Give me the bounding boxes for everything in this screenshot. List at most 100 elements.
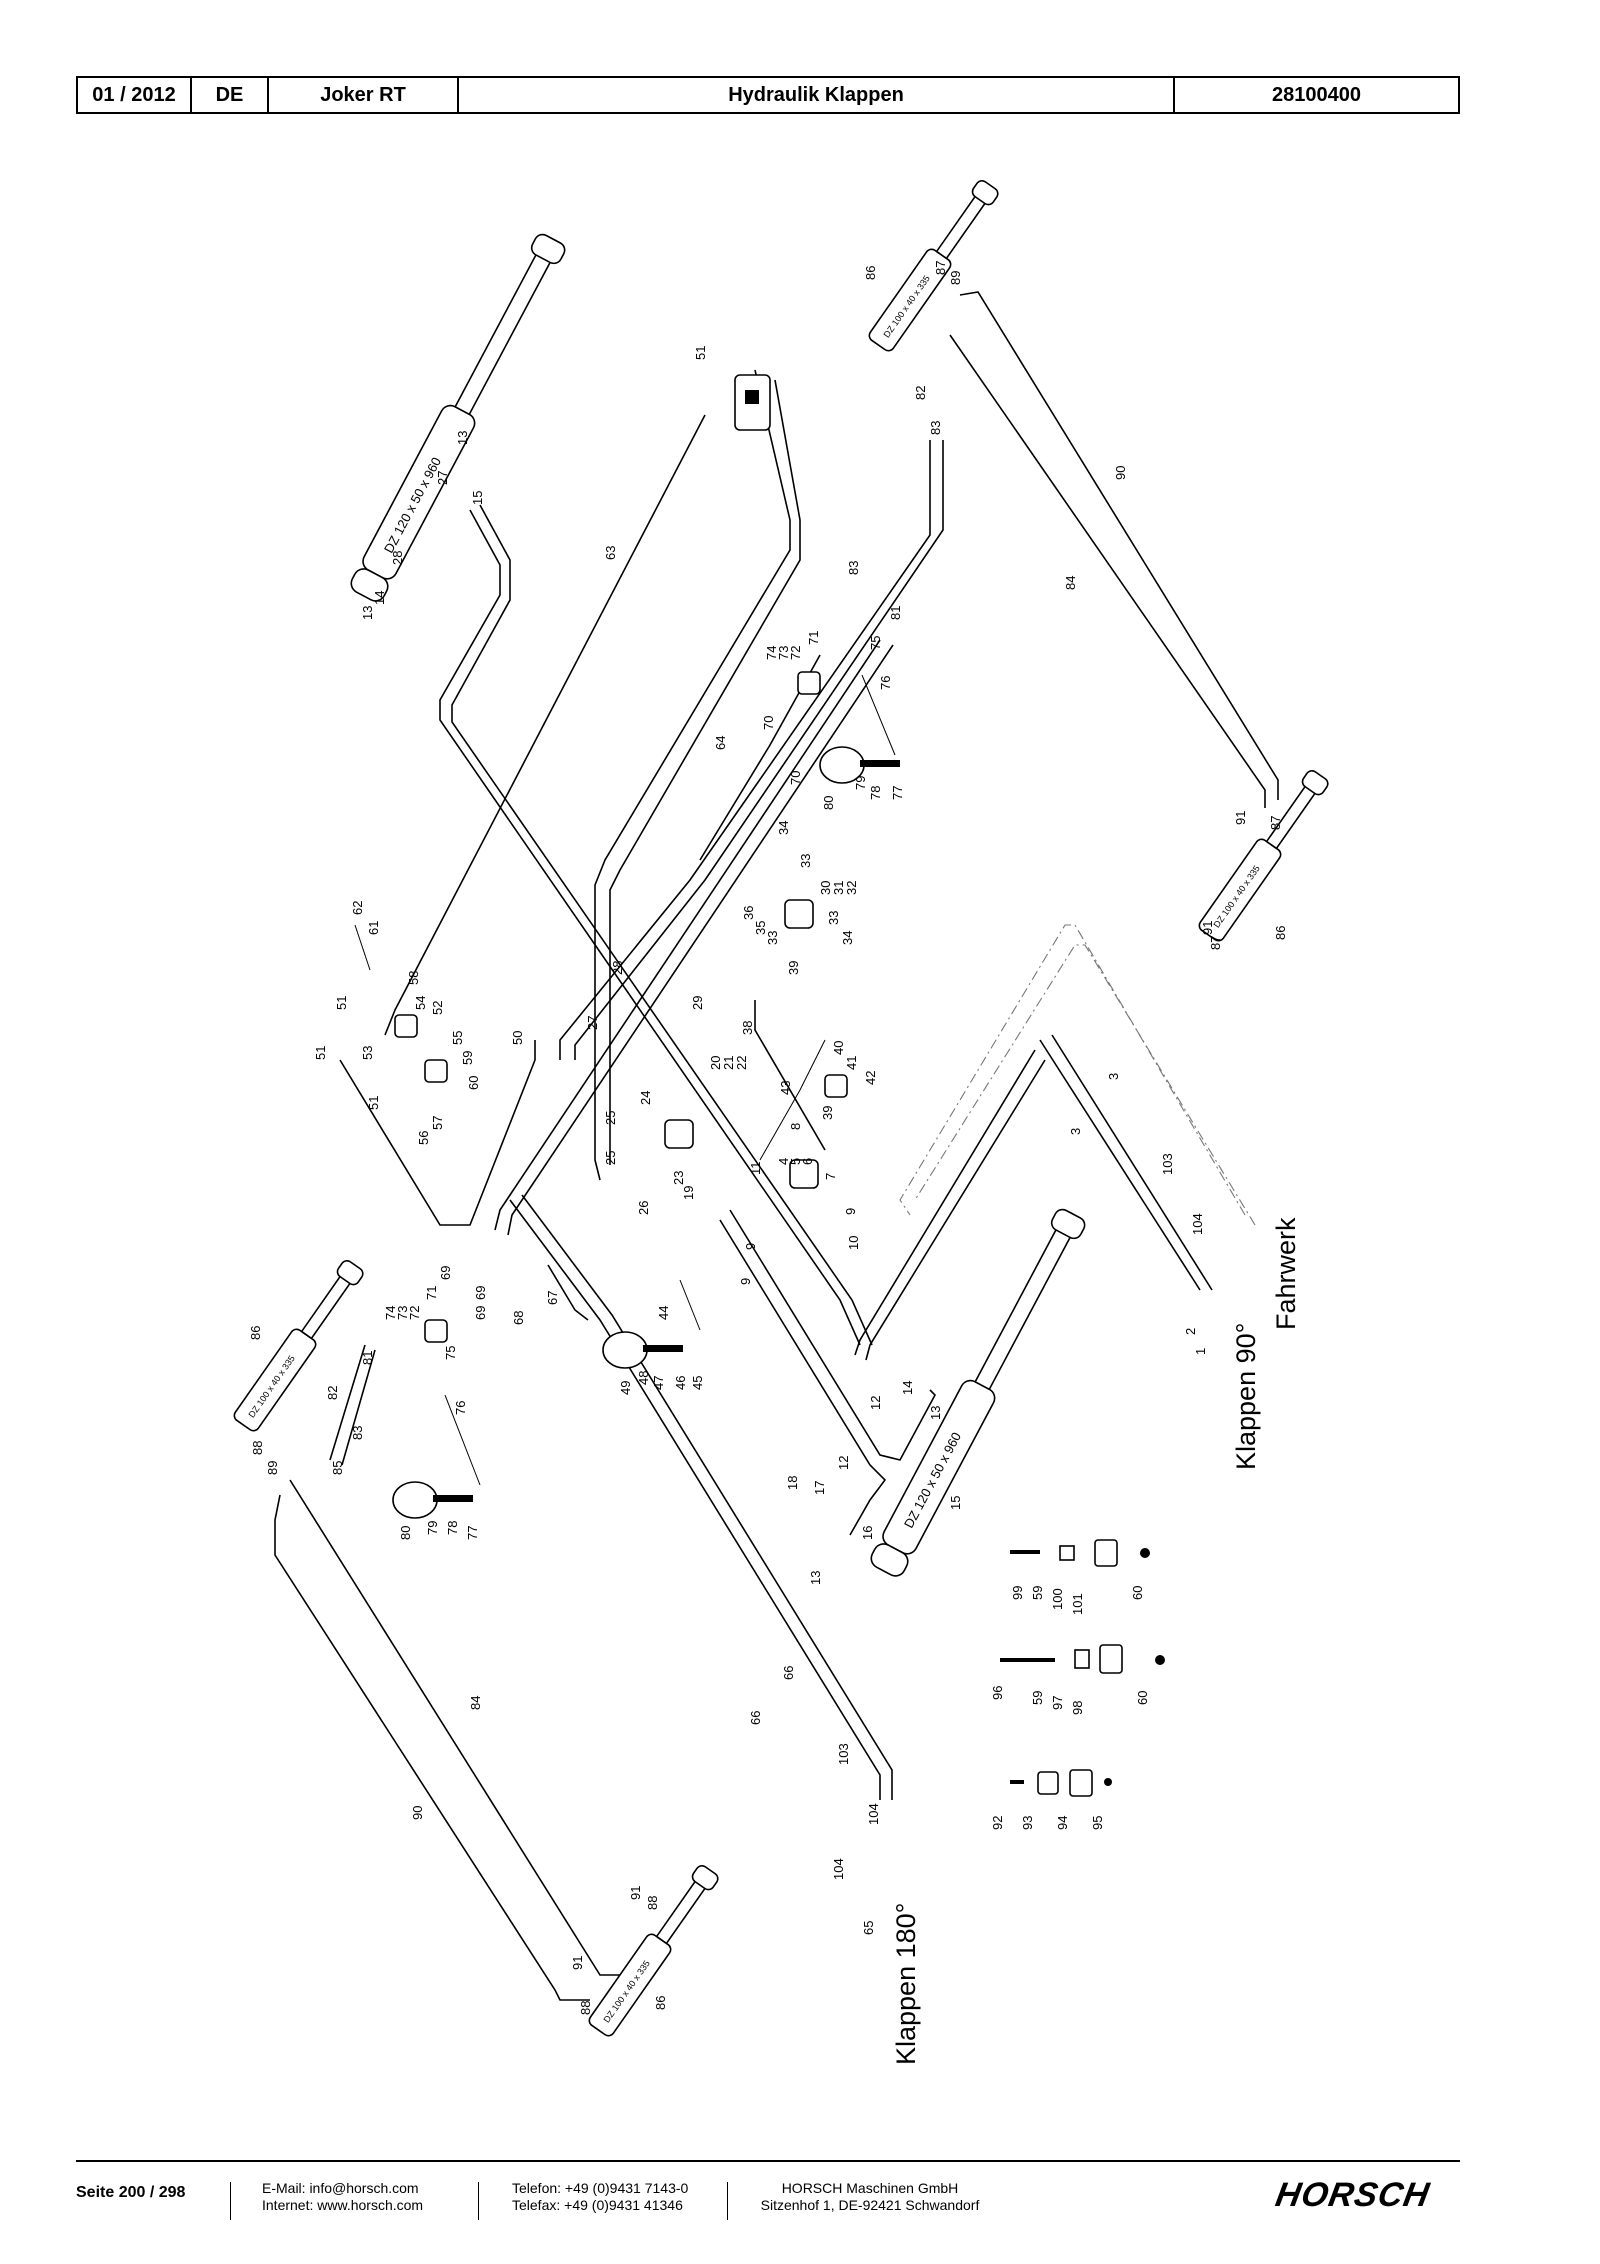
- part-number: 31: [831, 881, 846, 895]
- part-number: 62: [350, 901, 365, 915]
- hydraulic-diagram: DZ 120 x 50 x 960 DZ 120 x 50 x 960 DZ 1…: [0, 130, 1600, 2120]
- hose-12: [729, 1209, 936, 1461]
- part-number: 89: [948, 271, 963, 285]
- hose-44: [679, 1279, 701, 1331]
- part-number: 90: [410, 1806, 425, 1820]
- accumulator-49: [602, 1331, 683, 1369]
- part-number: 77: [890, 786, 905, 800]
- part-number: 66: [781, 1666, 796, 1680]
- diagram-canvas: DZ 120 x 50 x 960 DZ 120 x 50 x 960 DZ 1…: [233, 179, 1329, 2065]
- valve-block-57: [424, 1059, 448, 1083]
- part-number: 94: [1055, 1816, 1070, 1830]
- part-number: 47: [651, 1376, 666, 1390]
- footer-fax: Telefax: +49 (0)9431 41346: [512, 2197, 683, 2213]
- part-number: 80: [398, 1526, 413, 1540]
- part-number: 96: [990, 1686, 1005, 1700]
- part-number: 86: [248, 1326, 263, 1340]
- part-number: 58: [406, 971, 421, 985]
- hose-90-lower: [274, 1494, 590, 2001]
- hose-83-lower: [341, 1349, 376, 1466]
- part-number: 104: [1190, 1213, 1205, 1235]
- part-number: 49: [618, 1381, 633, 1395]
- part-number: 73: [395, 1306, 410, 1320]
- label-klappen-90: Klappen 90°: [1231, 1323, 1261, 1470]
- footer-address: Sitzenhof 1, DE-92421 Schwandorf: [760, 2197, 980, 2213]
- part-number: 100: [1050, 1588, 1065, 1610]
- part-number: 63: [603, 546, 618, 560]
- part-number: 9: [743, 1243, 758, 1250]
- part-number: 9: [843, 1208, 858, 1215]
- part-number: 89: [265, 1461, 280, 1475]
- valve-block-72-lower: [424, 1319, 448, 1343]
- footer-address-block: HORSCH Maschinen GmbH Sitzenhof 1, DE-92…: [760, 2180, 980, 2214]
- hose-29: [494, 639, 881, 1231]
- part-number: 70: [761, 716, 776, 730]
- part-number: 22: [734, 1056, 749, 1070]
- part-number: 87: [1268, 816, 1283, 830]
- part-number: 86: [1273, 926, 1288, 940]
- valve-block-5: [789, 1159, 819, 1189]
- part-number: 84: [1063, 576, 1078, 590]
- part-number: 27: [585, 1016, 600, 1030]
- part-number: 13: [455, 431, 470, 445]
- part-number: 26: [636, 1201, 651, 1215]
- accumulator-80-upper: [819, 746, 900, 784]
- footer-email[interactable]: E-Mail: info@horsch.com: [262, 2180, 419, 2196]
- part-number: 72: [788, 646, 803, 660]
- part-number: 71: [806, 631, 821, 645]
- footer-contact-web: E-Mail: info@horsch.com Internet: www.ho…: [262, 2180, 423, 2214]
- part-number: 16: [860, 1526, 875, 1540]
- part-number: 27: [435, 471, 450, 485]
- part-number: 3: [1106, 1073, 1121, 1080]
- part-number: 18: [785, 1476, 800, 1490]
- hose-3-return-b: [865, 1059, 1046, 1361]
- part-number: 41: [844, 1056, 859, 1070]
- hose-12b: [719, 1219, 887, 1536]
- part-number: 12: [836, 1456, 851, 1470]
- header-table: 01 / 2012 DE Joker RT Hydraulik Klappen …: [76, 76, 1460, 114]
- part-number: 51: [693, 346, 708, 360]
- part-number: 79: [425, 1521, 440, 1535]
- part-number: 91: [570, 1956, 585, 1970]
- part-number: 87: [1208, 936, 1223, 950]
- part-number: 57: [430, 1116, 445, 1130]
- part-number: 11: [748, 1162, 763, 1176]
- part-number: 73: [776, 646, 791, 660]
- part-number: 45: [690, 1376, 705, 1390]
- part-number: 56: [416, 1131, 431, 1145]
- valve-block-54: [394, 1014, 418, 1038]
- part-number: 95: [1090, 1816, 1105, 1830]
- part-number: 87: [933, 261, 948, 275]
- hose-3a: [1039, 1039, 1201, 1291]
- part-number: 88: [250, 1441, 265, 1455]
- hose-81-upper: [559, 440, 931, 1060]
- header-machine: Joker RT: [269, 78, 459, 112]
- footer-company: HORSCH Maschinen GmbH: [781, 2180, 959, 2196]
- part-number: 35: [753, 921, 768, 935]
- part-number: 92: [990, 1816, 1005, 1830]
- part-number: 20: [708, 1056, 723, 1070]
- hose-chassis-dashed-a: [899, 924, 1246, 1216]
- part-number: 50: [510, 1031, 525, 1045]
- part-number: 88: [578, 2001, 593, 2015]
- part-number: 79: [853, 776, 868, 790]
- part-number: 69: [473, 1286, 488, 1300]
- part-number: 72: [407, 1306, 422, 1320]
- label-fahrwerk: Fahrwerk: [1271, 1217, 1301, 1330]
- part-number: 44: [656, 1306, 671, 1320]
- part-number: 38: [740, 1021, 755, 1035]
- part-number: 59: [460, 1051, 475, 1065]
- footer-internet[interactable]: Internet: www.horsch.com: [262, 2197, 424, 2213]
- header-date: 01 / 2012: [78, 78, 192, 112]
- valve-block-30: [784, 899, 814, 929]
- part-number: 3: [1068, 1128, 1083, 1135]
- header-title: Hydraulik Klappen: [459, 78, 1175, 112]
- part-number: 40: [831, 1041, 846, 1055]
- part-number: 14: [372, 591, 387, 605]
- part-number: 98: [1070, 1701, 1085, 1715]
- hose-3b: [1051, 1034, 1213, 1291]
- valve-block-21: [664, 1119, 694, 1149]
- part-number: 86: [653, 1996, 668, 2010]
- part-number: 33: [765, 931, 780, 945]
- part-number: 25: [603, 1151, 618, 1165]
